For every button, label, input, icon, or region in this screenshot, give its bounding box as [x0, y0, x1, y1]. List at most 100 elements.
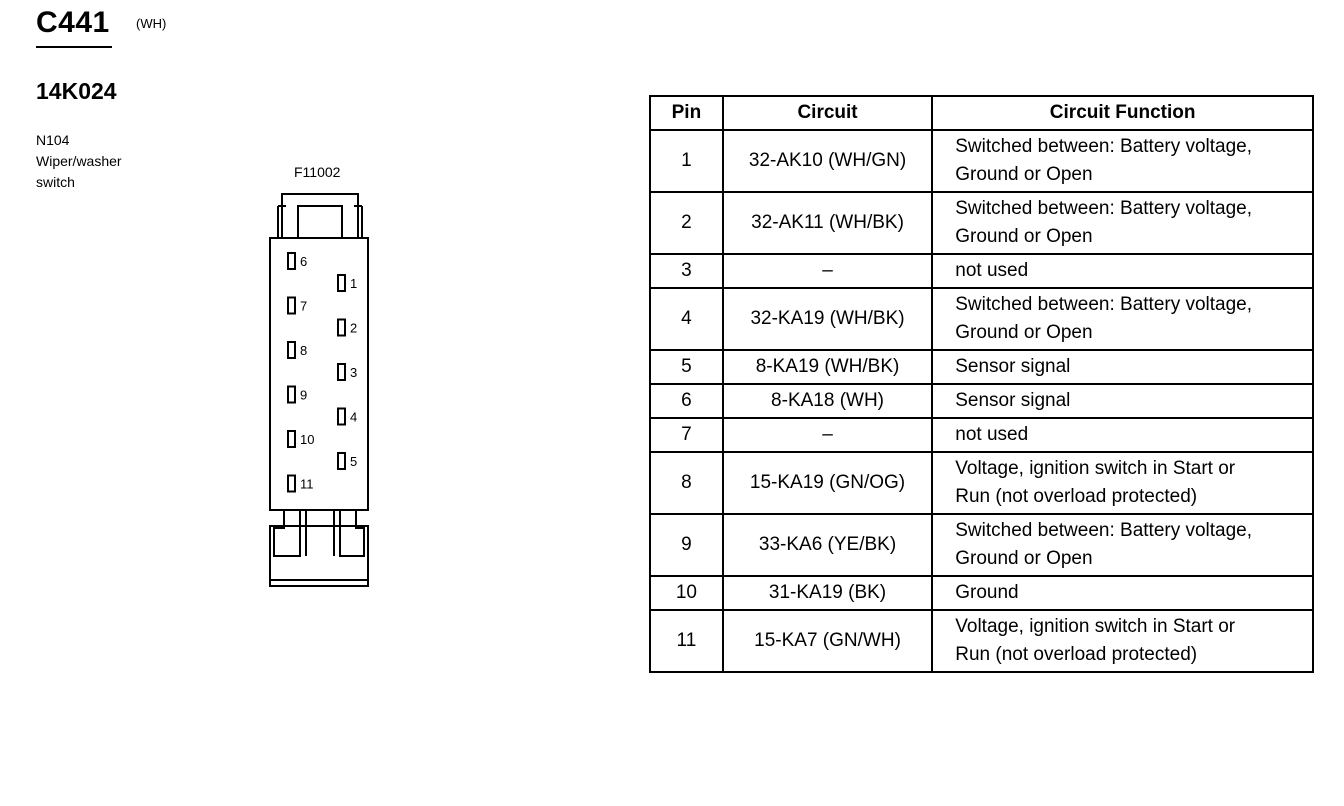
pin-number-cell: 2	[649, 191, 724, 255]
pin-label-7: 7	[300, 299, 307, 314]
pin-number-cell: 9	[649, 513, 724, 577]
component-code: N104	[36, 132, 70, 148]
circuit-cell: 32-AK10 (WH/GN)	[721, 129, 934, 193]
header-pin: Pin	[649, 95, 724, 131]
circuit-function-line: Sensor signal	[955, 390, 1071, 411]
pin-number-cell: 6	[649, 383, 724, 419]
table-row: 3–not used	[649, 253, 1314, 289]
table-header-row: Pin Circuit Circuit Function	[649, 95, 1314, 131]
circuit-function-cell: Switched between: Battery voltage, Ground…	[931, 191, 1314, 255]
circuit-cell: 15-KA19 (GN/OG)	[721, 451, 934, 515]
pin-label-4: 4	[350, 410, 357, 425]
pin-number-cell: 10	[649, 575, 724, 611]
circuit-function-line: Ground	[955, 582, 1019, 603]
pin-label-2: 2	[350, 321, 357, 336]
circuit-function-line: Run (not overload protected)	[955, 486, 1198, 507]
pin-label-11: 11	[300, 477, 314, 492]
component-name-line1: Wiper/washer	[36, 153, 122, 169]
circuit-function-line: Switched between: Battery voltage,	[955, 198, 1253, 219]
circuit-function-line: Sensor signal	[955, 356, 1071, 377]
circuit-function-cell: Switched between: Battery voltage, Ground…	[931, 129, 1314, 193]
pin-cavity-2	[337, 318, 346, 337]
connector-top-latch	[277, 193, 363, 239]
circuit-cell: 15-KA7 (GN/WH)	[721, 609, 934, 673]
circuit-function-line: not used	[955, 260, 1029, 281]
pin-number-cell: 3	[649, 253, 724, 289]
pin-cavity-11	[287, 474, 296, 493]
circuit-function-cell: not used	[931, 253, 1314, 289]
circuit-cell: 31-KA19 (BK)	[721, 575, 934, 611]
circuit-function-line: Run (not overload protected)	[955, 644, 1198, 665]
circuit-function-line: Ground or Open	[955, 164, 1093, 185]
pin-label-10: 10	[300, 432, 314, 447]
circuit-function-cell: Ground	[931, 575, 1314, 611]
circuit-function-cell: Sensor signal	[931, 383, 1314, 419]
circuit-cell: 32-KA19 (WH/BK)	[721, 287, 934, 351]
circuit-function-line: Switched between: Battery voltage,	[955, 520, 1253, 541]
circuit-cell: –	[721, 417, 934, 453]
pin-number-cell: 4	[649, 287, 724, 351]
pin-cavity-7	[287, 296, 296, 315]
pin-number-cell: 1	[649, 129, 724, 193]
pin-number-cell: 7	[649, 417, 724, 453]
circuit-function-line: Ground or Open	[955, 226, 1093, 247]
circuit-function-line: Ground or Open	[955, 322, 1093, 343]
pin-label-5: 5	[350, 454, 357, 469]
header-circuit: Circuit	[721, 95, 934, 131]
pin-label-1: 1	[350, 276, 357, 291]
circuit-cell: 8-KA18 (WH)	[721, 383, 934, 419]
connector-id: C441	[36, 6, 110, 39]
pin-cavity-3	[337, 363, 346, 381]
circuit-function-cell: Voltage, ignition switch in Start or Run …	[931, 451, 1314, 515]
circuit-function-line: Voltage, ignition switch in Start or	[955, 458, 1236, 479]
table-row: 7–not used	[649, 417, 1314, 453]
connector-bottom-latch	[269, 510, 369, 587]
pin-cavity-8	[287, 341, 296, 359]
pin-number-cell: 8	[649, 451, 724, 515]
circuit-function-line: Switched between: Battery voltage,	[955, 136, 1253, 157]
circuit-function-cell: Voltage, ignition switch in Start or Run …	[931, 609, 1314, 673]
circuit-function-line: Switched between: Battery voltage,	[955, 294, 1253, 315]
pin-cavity-5	[337, 452, 346, 470]
circuit-function-cell: Switched between: Battery voltage, Ground…	[931, 287, 1314, 351]
pin-cavity-9	[287, 385, 296, 404]
pin-cavity-10	[287, 430, 296, 448]
connector-id-underline	[36, 46, 112, 48]
part-number: 14K024	[36, 78, 117, 104]
pin-cavity-4	[337, 407, 346, 426]
pin-label-6: 6	[300, 254, 307, 269]
pin-label-3: 3	[350, 365, 357, 380]
header-circuit-function: Circuit Function	[931, 95, 1314, 131]
circuit-function-cell: Switched between: Battery voltage, Ground…	[931, 513, 1314, 577]
pin-cavity-6	[287, 252, 296, 270]
figure-id: F11002	[294, 164, 341, 180]
circuit-cell: 32-AK11 (WH/BK)	[721, 191, 934, 255]
pin-label-9: 9	[300, 388, 307, 403]
circuit-cell: 33-KA6 (YE/BK)	[721, 513, 934, 577]
connector-body	[269, 237, 369, 511]
circuit-function-line: not used	[955, 424, 1029, 445]
pin-number-cell: 5	[649, 349, 724, 385]
circuit-function-cell: not used	[931, 417, 1314, 453]
circuit-cell: –	[721, 253, 934, 289]
connector-color: (WH)	[136, 16, 167, 31]
circuit-cell: 8-KA19 (WH/BK)	[721, 349, 934, 385]
pin-label-8: 8	[300, 343, 307, 358]
circuit-function-line: Voltage, ignition switch in Start or	[955, 616, 1236, 637]
circuit-function-cell: Sensor signal	[931, 349, 1314, 385]
circuit-function-line: Ground or Open	[955, 548, 1093, 569]
pin-cavity-1	[337, 274, 346, 292]
component-name-line2: switch	[36, 174, 75, 190]
pin-number-cell: 11	[649, 609, 724, 673]
